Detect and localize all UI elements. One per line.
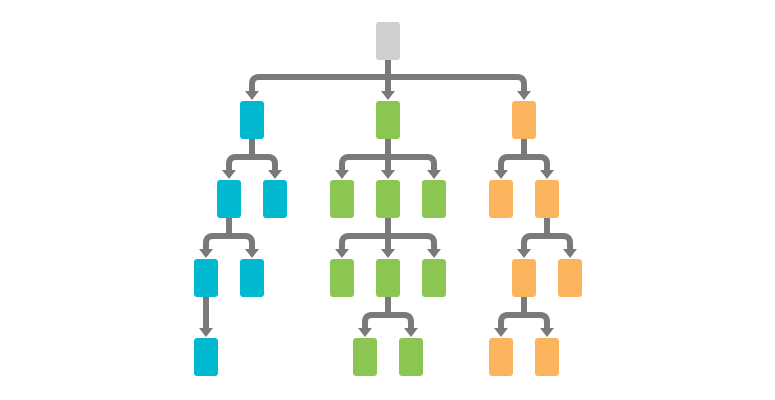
connector-lines bbox=[199, 60, 577, 337]
green-node bbox=[422, 259, 446, 297]
green-node bbox=[376, 259, 400, 297]
connector-bar bbox=[521, 233, 573, 250]
connector-arrowhead bbox=[381, 249, 395, 258]
connector-bar bbox=[498, 154, 550, 171]
connector-arrowhead bbox=[335, 249, 349, 258]
green-node bbox=[330, 180, 354, 218]
connector-bar bbox=[203, 233, 255, 250]
connector-arrowhead bbox=[494, 328, 508, 337]
green-node bbox=[353, 338, 377, 376]
connector-bar bbox=[498, 312, 550, 329]
orange-node bbox=[558, 259, 582, 297]
connector-arrowhead bbox=[540, 170, 554, 179]
orange-node bbox=[535, 338, 559, 376]
connector-arrowhead bbox=[540, 328, 554, 337]
connector-arrowhead bbox=[199, 249, 213, 258]
blue-node bbox=[217, 180, 241, 218]
orange-node bbox=[535, 180, 559, 218]
connector-arrowhead bbox=[494, 170, 508, 179]
connector-arrowhead bbox=[335, 170, 349, 179]
blue-node bbox=[240, 101, 264, 139]
orange-node bbox=[512, 259, 536, 297]
connector-arrowhead bbox=[222, 170, 236, 179]
connector-arrowhead bbox=[381, 170, 395, 179]
green-node bbox=[330, 259, 354, 297]
connector-arrowhead bbox=[517, 91, 531, 100]
connector-arrowhead bbox=[381, 91, 395, 100]
tree-nodes bbox=[194, 22, 582, 376]
connector-arrowhead bbox=[404, 328, 418, 337]
connector-arrowhead bbox=[517, 249, 531, 258]
connector-arrowhead bbox=[245, 249, 259, 258]
connector-arrowhead bbox=[563, 249, 577, 258]
green-node bbox=[376, 101, 400, 139]
connector-arrowhead bbox=[427, 170, 441, 179]
green-node bbox=[399, 338, 423, 376]
connector-bar bbox=[362, 312, 414, 329]
green-node bbox=[376, 180, 400, 218]
connector-arrowhead bbox=[268, 170, 282, 179]
orange-node bbox=[489, 180, 513, 218]
connector-bar bbox=[226, 154, 278, 171]
orange-node bbox=[489, 338, 513, 376]
connector-arrowhead bbox=[199, 328, 213, 337]
connector-arrowhead bbox=[427, 249, 441, 258]
orange-node bbox=[512, 101, 536, 139]
connector-arrowhead bbox=[245, 91, 259, 100]
green-node bbox=[422, 180, 446, 218]
root-node bbox=[376, 22, 400, 60]
connector-arrowhead bbox=[358, 328, 372, 337]
blue-node bbox=[194, 338, 218, 376]
blue-node bbox=[194, 259, 218, 297]
blue-node bbox=[240, 259, 264, 297]
blue-node bbox=[263, 180, 287, 218]
